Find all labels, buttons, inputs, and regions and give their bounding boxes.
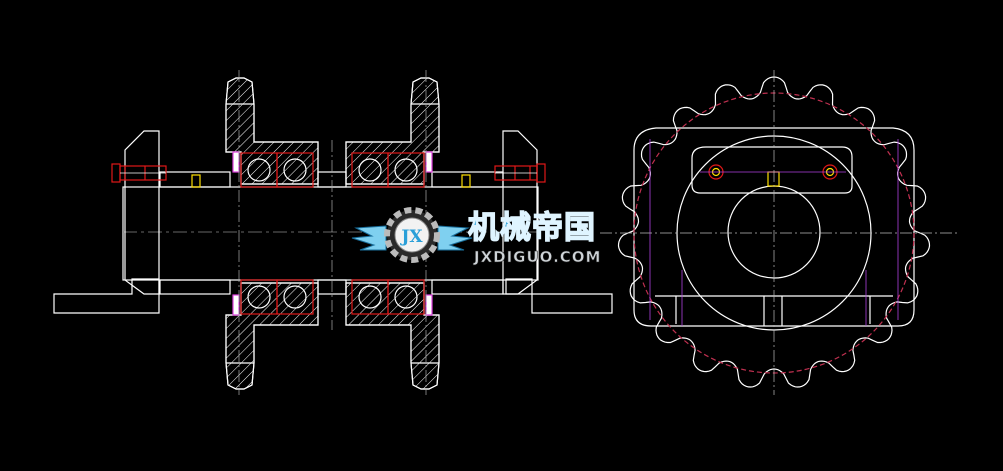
sprocket-teeth-profile <box>617 76 931 388</box>
bearing-top-right <box>351 152 425 188</box>
housing-outline <box>633 127 915 327</box>
logo-badge-text: JX <box>399 227 423 247</box>
front-sprocket-view <box>600 70 960 395</box>
keyway-plate <box>691 146 853 194</box>
base-foot-left <box>53 278 160 314</box>
end-plate-left <box>124 130 160 295</box>
logo-url: JXDIGUO.COM <box>473 248 601 266</box>
bearing-bottom-left <box>240 279 314 315</box>
keyway-slot <box>767 171 780 187</box>
bearing-bottom-right <box>351 279 425 315</box>
base-foot-right <box>505 278 613 314</box>
bearing-top-left <box>240 152 314 188</box>
bolt-left <box>111 163 167 183</box>
watermark-logo: JX 机械帝国 JXDIGUO.COM <box>351 207 601 266</box>
side-section-view <box>53 70 613 395</box>
sprocket-left <box>225 77 319 390</box>
logo-wing-right <box>437 225 473 251</box>
bolt-right <box>494 163 546 183</box>
sprocket-right <box>345 77 440 390</box>
logo-title: 机械帝国 <box>468 210 596 246</box>
logo-wing-left <box>351 225 387 251</box>
